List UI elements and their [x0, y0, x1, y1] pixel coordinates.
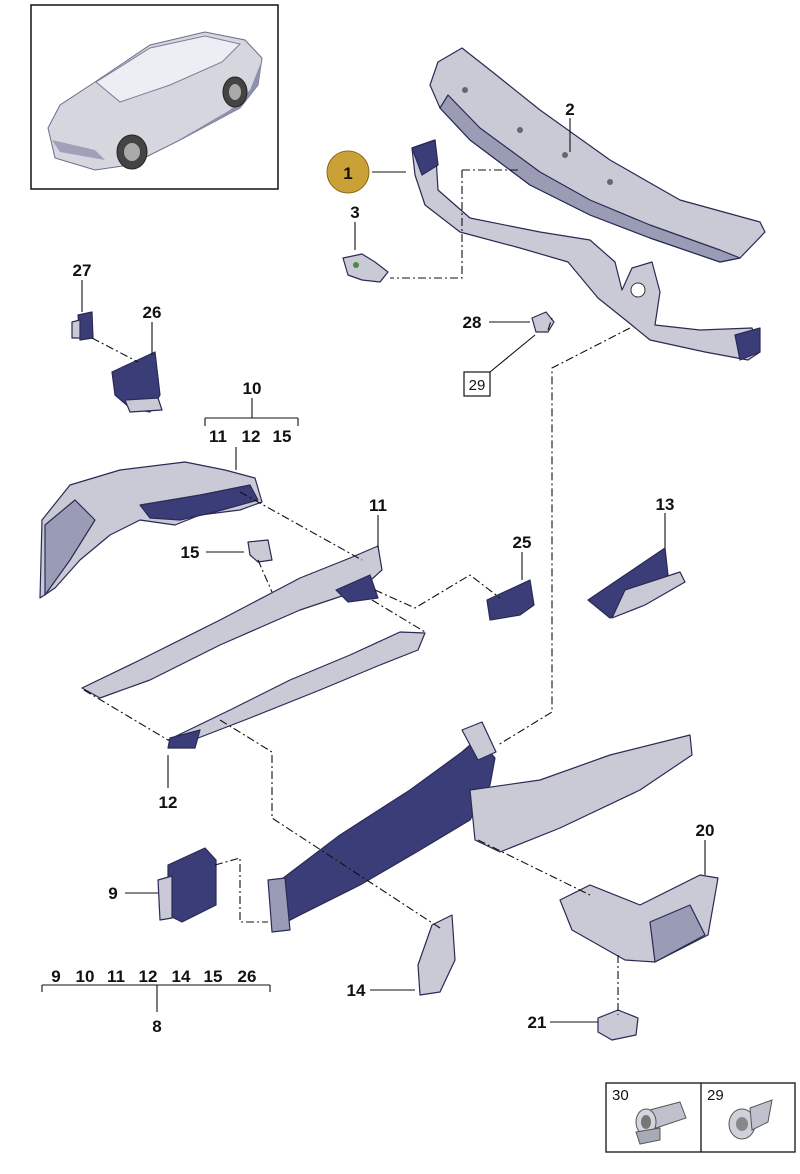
callout-29-box[interactable] — [463, 371, 491, 397]
part-27-bracket — [71, 311, 94, 341]
callout-28[interactable]: 28 — [463, 313, 482, 332]
group8-item-10: 10 — [76, 967, 95, 986]
callout-labels: 1 2 3 27 26 28 29 10 11 12 15 11 15 25 1… — [51, 100, 714, 1036]
legend-label-29[interactable]: 29 — [707, 1087, 724, 1104]
callout-13[interactable]: 13 — [656, 495, 675, 514]
group8-item-26: 26 — [238, 967, 257, 986]
callout-10-sub-11[interactable]: 11 — [209, 427, 227, 446]
group8-item-14: 14 — [172, 967, 191, 986]
callout-27[interactable]: 27 — [73, 261, 92, 280]
callout-8[interactable]: 8 — [152, 1017, 161, 1036]
callout-10-sub-15[interactable]: 15 — [273, 427, 292, 446]
callout-11[interactable]: 11 — [369, 496, 387, 515]
part-12-lower-rail — [167, 631, 426, 749]
part-13-panel — [587, 547, 686, 619]
expansion-clip-icon — [728, 1099, 773, 1140]
car-icon — [47, 31, 263, 171]
rivet-nut-icon — [635, 1101, 687, 1145]
legend-label-30[interactable]: 30 — [612, 1087, 629, 1104]
part-28-clip — [531, 311, 555, 333]
assembly-lines — [83, 169, 631, 1015]
part-9-crash-box — [157, 847, 217, 923]
callout-9[interactable]: 9 — [108, 884, 117, 903]
callout-1-highlight[interactable] — [326, 150, 370, 194]
group8-item-9: 9 — [51, 967, 60, 986]
part-26-bracket — [111, 351, 163, 413]
part-10-wheel-housing — [39, 461, 263, 599]
callout-12[interactable]: 12 — [159, 793, 178, 812]
group8-item-12: 12 — [139, 967, 158, 986]
part-14-bracket — [417, 914, 456, 996]
callout-10[interactable]: 10 — [243, 379, 262, 398]
callout-29[interactable]: 29 — [469, 377, 486, 394]
part-15-bracket — [247, 539, 273, 563]
callout-3[interactable]: 3 — [350, 203, 359, 222]
part-3-bracket — [342, 253, 389, 283]
leader-lines — [41, 118, 706, 1023]
group8-item-15: 15 — [204, 967, 223, 986]
callout-25[interactable]: 25 — [513, 533, 532, 552]
part-20-rear-member — [559, 874, 719, 963]
vehicle-thumbnail — [30, 4, 279, 190]
part-8-longitudinal-member — [267, 721, 693, 933]
part-1-side-member — [411, 139, 761, 361]
callout-15[interactable]: 15 — [181, 543, 200, 562]
callout-20[interactable]: 20 — [696, 821, 715, 840]
fastener-legend: 30 29 — [605, 1082, 796, 1153]
part-2-upper-member — [429, 47, 766, 263]
callout-10-sub-12[interactable]: 12 — [242, 427, 261, 446]
callout-14[interactable]: 14 — [347, 981, 366, 1000]
callout-21[interactable]: 21 — [528, 1013, 547, 1032]
callout-2[interactable]: 2 — [565, 100, 574, 119]
callout-1[interactable]: 1 — [343, 164, 352, 183]
part-11-upper-rail — [81, 545, 383, 699]
group8-item-11: 11 — [107, 967, 125, 986]
part-25-bracket — [486, 579, 535, 621]
callout-26[interactable]: 26 — [143, 303, 162, 322]
